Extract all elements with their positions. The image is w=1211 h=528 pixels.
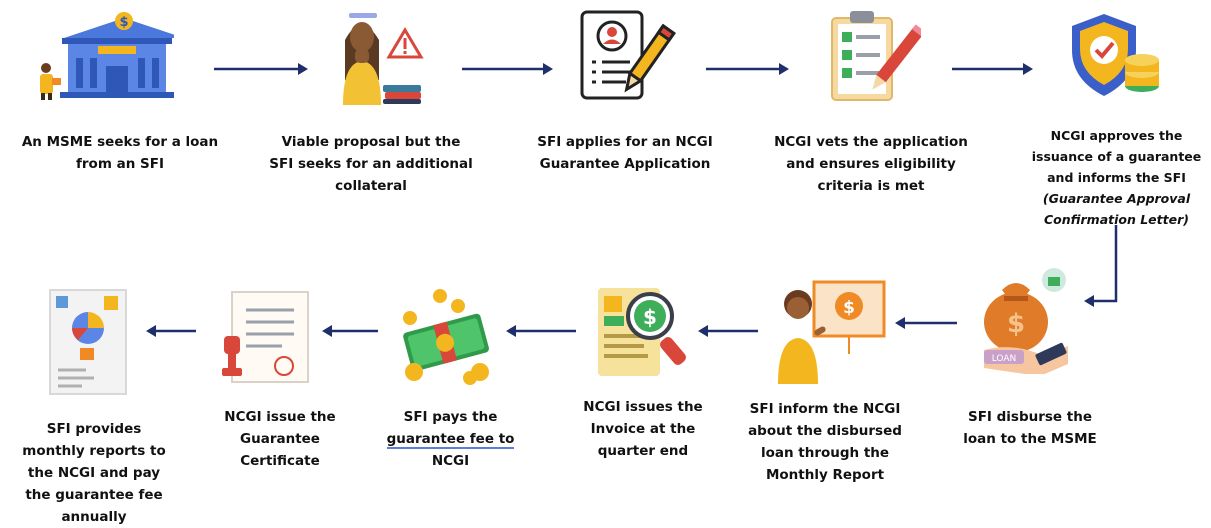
worried-person-warning-icon	[343, 13, 424, 105]
arrow-6-to-7	[895, 317, 957, 329]
svg-text:$: $	[643, 305, 657, 329]
arrow-3-to-4	[706, 63, 789, 75]
caption-line: criteria is met	[817, 178, 925, 194]
caption-line: and ensures eligibility	[786, 156, 956, 172]
step-7-caption: SFI inform the NCGI about the disbursed …	[735, 398, 915, 486]
caption-line: NCGI	[431, 453, 470, 469]
caption-line: the guarantee fee	[25, 487, 163, 503]
caption-line: annually	[61, 509, 127, 525]
invoice-magnifier-icon: $	[598, 288, 686, 376]
step-8-caption: NCGI issues the Invoice at the quarter e…	[568, 396, 718, 462]
caption-line: about the disbursed	[748, 423, 902, 439]
caption-line: guarantee fee to	[386, 431, 515, 449]
svg-text:LOAN: LOAN	[992, 354, 1017, 364]
caption-line: NCGI issue the	[224, 409, 336, 425]
caption-line: Viable proposal but the	[281, 134, 461, 150]
caption-line: NCGI issues the	[583, 399, 703, 415]
arrow-5-to-6	[1084, 225, 1118, 307]
caption-line: SFI provides	[46, 421, 142, 437]
caption-line: NCGI approves the	[1050, 128, 1183, 143]
caption-line: Invoice at the	[590, 421, 696, 437]
step-11-caption: SFI provides monthly reports to the NCGI…	[4, 418, 184, 528]
caption-line: Guarantee	[240, 431, 320, 447]
caption-note-line: (Guarantee Approval	[1042, 191, 1191, 206]
arrow-9-to-10	[322, 325, 378, 337]
caption-line: Guarantee Application	[539, 156, 711, 172]
caption-line: loan through the	[760, 445, 890, 461]
caption-line: SFI applies for an NCGI	[537, 134, 713, 150]
arrow-4-to-5	[952, 63, 1033, 75]
caption-line: Certificate	[240, 453, 320, 469]
caption-line: collateral	[335, 178, 407, 194]
caption-line: issuance of a guarantee	[1031, 149, 1202, 164]
caption-line: NCGI vets the application	[774, 134, 968, 150]
step-10-caption: NCGI issue the Guarantee Certificate	[200, 406, 360, 472]
step-9-caption: SFI pays the guarantee fee to NCGI	[373, 406, 528, 472]
arrow-2-to-3	[462, 63, 553, 75]
arrow-1-to-2	[214, 63, 308, 75]
arrow-7-to-8	[698, 325, 758, 337]
loan-money-bag-icon: $ LOAN	[984, 268, 1068, 374]
caption-line: the NCGI and pay	[27, 465, 161, 481]
svg-text:$: $	[843, 298, 855, 318]
report-document-icon	[49, 289, 127, 395]
caption-line: loan to the MSME	[963, 431, 1097, 447]
person-presenting-chart-icon: $	[778, 280, 886, 384]
caption-line: SFI pays the	[403, 409, 498, 425]
caption-line: quarter end	[597, 443, 689, 459]
cash-coins-icon	[403, 289, 489, 385]
caption-line: and informs the SFI	[1047, 170, 1186, 185]
shield-coins-icon	[1072, 14, 1159, 96]
caption-line: monthly reports to	[22, 443, 166, 459]
caption-line: from an SFI	[76, 156, 164, 172]
step-4-caption: NCGI vets the application and ensures el…	[762, 131, 980, 197]
caption-line: SFI disburse the	[967, 409, 1093, 425]
step-2-caption: Viable proposal but the SFI seeks for an…	[262, 131, 480, 197]
caption-line: Monthly Report	[765, 467, 885, 483]
caption-note-line: Confirmation Letter)	[1044, 212, 1189, 227]
step-5-caption: NCGI approves the issuance of a guarante…	[1024, 125, 1209, 230]
svg-text:$: $	[1007, 309, 1025, 339]
caption-line: SFI inform the NCGI	[749, 401, 901, 417]
step-3-caption: SFI applies for an NCGI Guarantee Applic…	[520, 131, 730, 175]
application-form-pen-icon	[580, 10, 676, 100]
arrow-8-to-9	[506, 325, 576, 337]
caption-line: An MSME seeks for a loan	[21, 134, 219, 150]
checklist-clipboard-icon	[831, 11, 921, 101]
caption-line: SFI seeks for an additional	[269, 156, 473, 172]
svg-text:$: $	[119, 15, 128, 30]
step-1-caption: An MSME seeks for a loan from an SFI	[12, 131, 228, 175]
arrow-10-to-11	[146, 325, 196, 337]
bank-building-icon: $	[40, 12, 174, 100]
step-6-caption: SFI disburse the loan to the MSME	[945, 406, 1115, 450]
certificate-stamp-icon	[222, 291, 309, 383]
